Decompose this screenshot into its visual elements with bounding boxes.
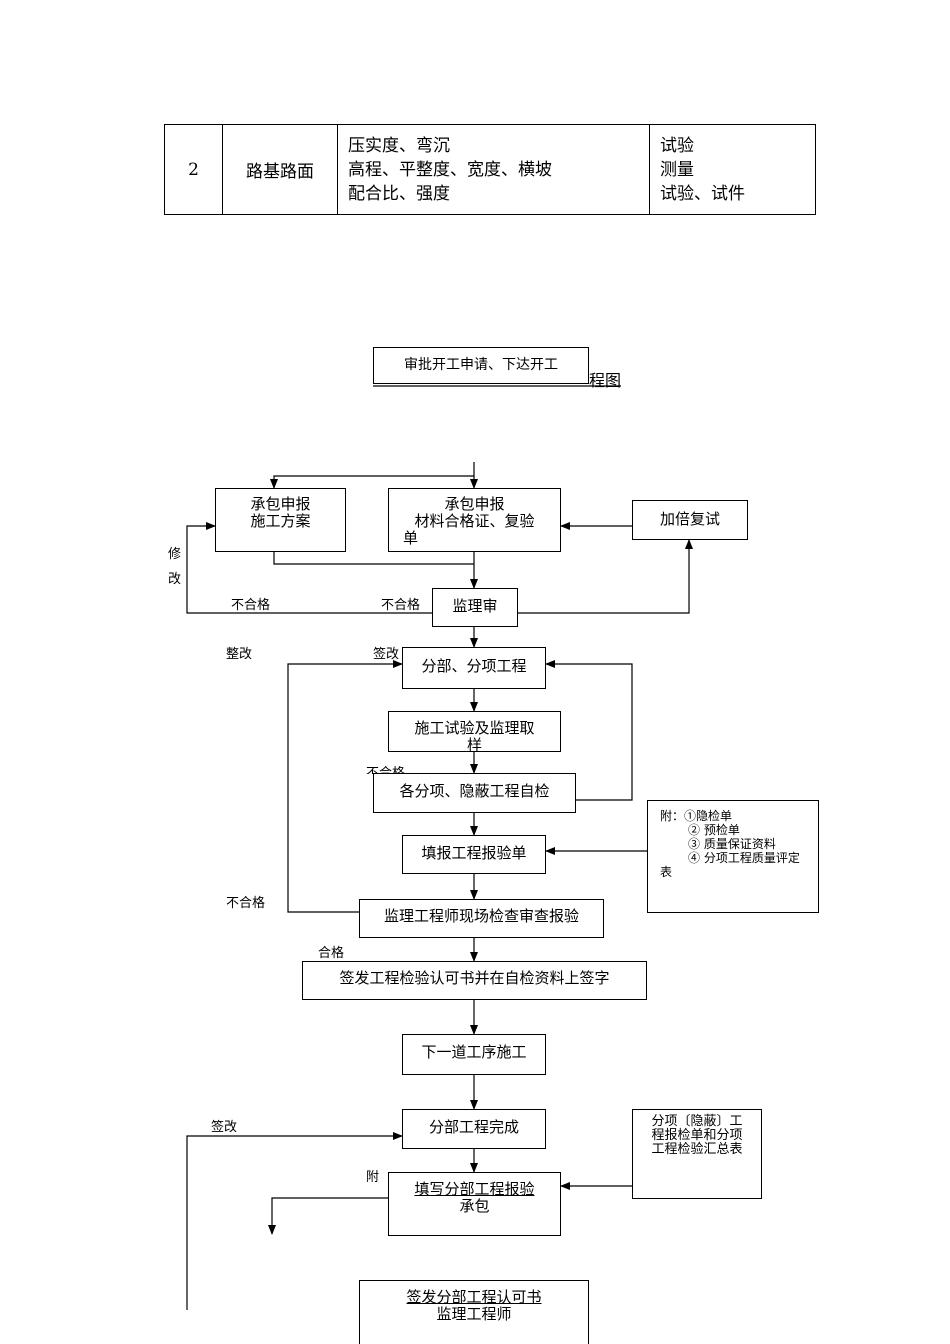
node-supervision-review: 监理审 bbox=[432, 588, 518, 627]
node-line: 加倍复试 bbox=[659, 510, 720, 528]
node-line: 各分项、隐蔽工程自检 bbox=[399, 782, 550, 800]
parameter-line: 高程、平整度、宽度、横坡 bbox=[348, 159, 552, 180]
method-line: 试验、试件 bbox=[660, 183, 745, 204]
node-double-retest: 加倍复试 bbox=[632, 500, 748, 540]
label-pass: 合格 bbox=[318, 946, 345, 961]
note-line: 表 bbox=[660, 865, 673, 879]
node-line: 单 bbox=[403, 529, 419, 547]
note-line: 分项〔隐蔽〕工 bbox=[651, 1114, 743, 1129]
label-fail-right: 不合格 bbox=[381, 598, 421, 613]
node-fill-report: 填报工程报验单 bbox=[402, 835, 546, 874]
label-sign-change-top: 签改 bbox=[373, 647, 400, 662]
node-line: 分部工程完成 bbox=[428, 1118, 519, 1136]
node-line: 施工试验及监理取 bbox=[414, 719, 535, 737]
node-line: 分部、分项工程 bbox=[421, 657, 527, 675]
title-box-text: 审批开工申请、下达开工 bbox=[404, 357, 558, 373]
node-line: 签发工程检验认可书并在自检资料上签字 bbox=[339, 969, 610, 987]
row-methods: 试验 测量 试验、试件 bbox=[649, 124, 816, 215]
node-sign-certificate: 签发工程检验认可书并在自检资料上签字 bbox=[302, 961, 647, 1000]
node-line: 监理工程师现场检查审查报验 bbox=[383, 907, 579, 925]
node-line: 材料合格证、复验 bbox=[414, 512, 535, 530]
node-self-inspection: 各分项、隐蔽工程自检 bbox=[373, 773, 576, 813]
label-fail-left: 不合格 bbox=[231, 598, 271, 613]
fillreport-left-branch bbox=[268, 1197, 388, 1235]
plan-join bbox=[273, 551, 474, 565]
node-division-complete: 分部工程完成 bbox=[402, 1109, 546, 1149]
node-line: 监理审 bbox=[452, 597, 498, 615]
node-line: 承包申报 bbox=[250, 495, 311, 513]
label-fail-mid: 不合格 bbox=[366, 766, 406, 774]
entry-to-plan bbox=[270, 475, 474, 489]
inspection-table: 2 路基路面 压实度、弯沉 高程、平整度、宽度、横坡 配合比、强度 试验 测量 … bbox=[164, 124, 816, 215]
node-site-check: 监理工程师现场检查审查报验 bbox=[359, 899, 604, 938]
label-revise-1: 修 bbox=[168, 547, 182, 562]
row-number: 2 bbox=[164, 124, 223, 215]
label-attach: 附 bbox=[366, 1170, 380, 1185]
title-tail: 程图 bbox=[589, 371, 622, 390]
node-line: 填写分部工程报验 bbox=[414, 1180, 535, 1198]
note-line: 工程检验汇总表 bbox=[651, 1142, 743, 1157]
parameter-line: 配合比、强度 bbox=[348, 183, 450, 204]
row-item: 路基路面 bbox=[222, 124, 338, 215]
label-revise-2: 改 bbox=[168, 572, 182, 587]
sitecheck-fail-loop bbox=[287, 660, 403, 913]
node-line: 承包申报 bbox=[444, 495, 505, 513]
label-sign-change-bottom: 签改 bbox=[211, 1120, 238, 1135]
node-summary-note: 分项〔隐蔽〕工 程报检单和分项 工程检验汇总表 bbox=[632, 1109, 762, 1199]
node-line: 样 bbox=[466, 736, 482, 752]
note-line: ④ 分项工程质量评定 bbox=[688, 851, 800, 865]
node-line: 签发分部工程认可书 bbox=[406, 1288, 542, 1306]
node-submit-plan: 承包申报 施工方案 bbox=[215, 488, 346, 552]
parameter-line: 压实度、弯沉 bbox=[348, 135, 450, 156]
title-box: 审批开工申请、下达开工 bbox=[373, 347, 589, 384]
signchange-return bbox=[186, 1132, 403, 1310]
method-line: 测量 bbox=[660, 159, 694, 180]
table-row: 2 路基路面 压实度、弯沉 高程、平整度、宽度、横坡 配合比、强度 试验 测量 … bbox=[164, 124, 816, 215]
note-line: 程报检单和分项 bbox=[651, 1128, 743, 1143]
label-rectify: 整改 bbox=[226, 647, 253, 662]
method-line: 试验 bbox=[660, 135, 694, 156]
node-sub-project: 分部、分项工程 bbox=[402, 647, 546, 689]
node-line: 填报工程报验单 bbox=[421, 844, 527, 862]
node-fill-division-report: 填写分部工程报验 承包 bbox=[388, 1172, 561, 1236]
review-fail-to-plan bbox=[186, 522, 432, 614]
note-line: 附：①隐检单 bbox=[660, 809, 733, 823]
note-line: ② 预检单 bbox=[688, 823, 740, 837]
node-next-process: 下一道工序施工 bbox=[402, 1034, 546, 1075]
node-submit-material: 承包申报 材料合格证、复验 单 bbox=[388, 488, 561, 552]
node-line: 监理工程师 bbox=[436, 1305, 512, 1323]
row-parameters: 压实度、弯沉 高程、平整度、宽度、横坡 配合比、强度 bbox=[337, 124, 650, 215]
review-fail-to-retest bbox=[517, 539, 693, 614]
node-division-certificate: 签发分部工程认可书 监理工程师 bbox=[359, 1280, 589, 1344]
node-attachment-note: 附：①隐检单 ② 预检单 ③ 质量保证资料 ④ 分项工程质量评定 表 bbox=[647, 800, 819, 913]
node-line: 下一道工序施工 bbox=[421, 1043, 527, 1061]
node-test-sampling: 施工试验及监理取 样 bbox=[388, 711, 561, 752]
selfcheck-fail-loop bbox=[545, 660, 633, 801]
node-line: 承包 bbox=[459, 1197, 490, 1215]
node-line: 施工方案 bbox=[250, 512, 311, 530]
label-fail-lower: 不合格 bbox=[226, 896, 266, 911]
note-line: ③ 质量保证资料 bbox=[688, 837, 776, 851]
